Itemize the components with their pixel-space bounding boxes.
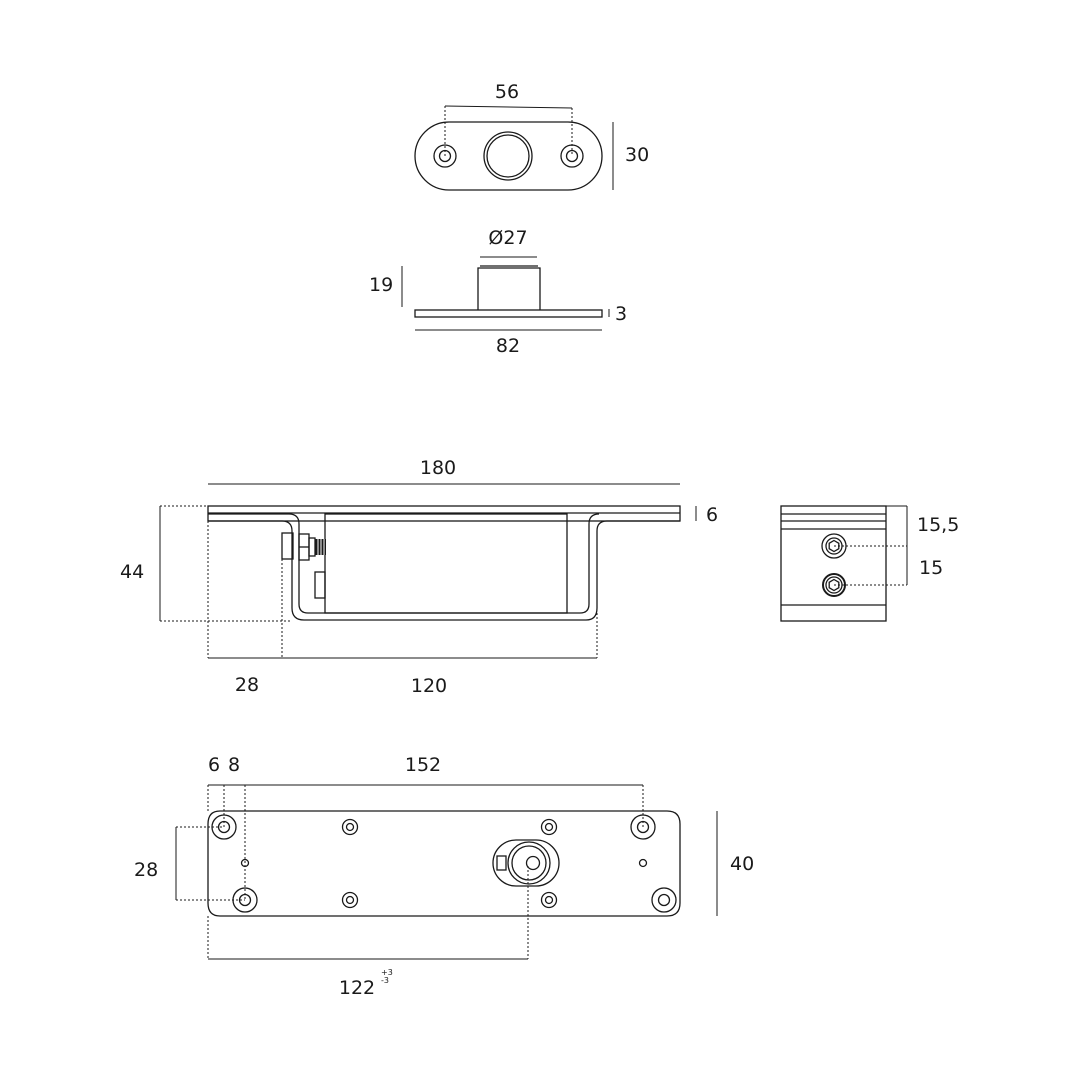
dim-body-height: 44	[120, 561, 144, 583]
dim-body-plate-thickness: 6	[706, 504, 718, 526]
dim-body-offset: 28	[235, 674, 259, 696]
lock-body-bottom-view: 6 8 152 28 40 122 +3 -3	[134, 754, 754, 999]
dim-hole-offset: 8	[228, 754, 240, 776]
dim-edge-offset: 6	[208, 754, 220, 776]
strike-plate-side-view: Ø27 19 3 82	[369, 227, 627, 357]
dim-body-length: 180	[420, 457, 456, 479]
dim-body-inner-length: 120	[411, 675, 447, 697]
dim-top-height: 30	[625, 144, 649, 166]
dim-boss-height: 19	[369, 274, 393, 296]
dim-hole-spacing: 152	[405, 754, 441, 776]
strike-plate-top-view: 56 30	[414, 81, 649, 191]
tolerance-plus: +3	[381, 968, 393, 977]
tolerance-minus: -3	[381, 976, 389, 985]
dim-plate-height: 40	[730, 853, 754, 875]
lock-body-front-view: 180 6 44 28 120	[120, 457, 718, 697]
dim-plate-thickness: 3	[615, 303, 627, 325]
dim-end-lower-offset: 15	[919, 557, 943, 579]
dim-center-distance: 122	[339, 977, 375, 999]
lock-body-end-view: 15,5 15	[780, 505, 959, 622]
dim-boss-diameter: Ø27	[488, 227, 527, 249]
dim-end-upper-offset: 15,5	[917, 514, 959, 536]
dim-vertical-spacing: 28	[134, 859, 158, 881]
dim-top-width: 56	[495, 81, 519, 103]
dim-plate-length: 82	[496, 335, 520, 357]
